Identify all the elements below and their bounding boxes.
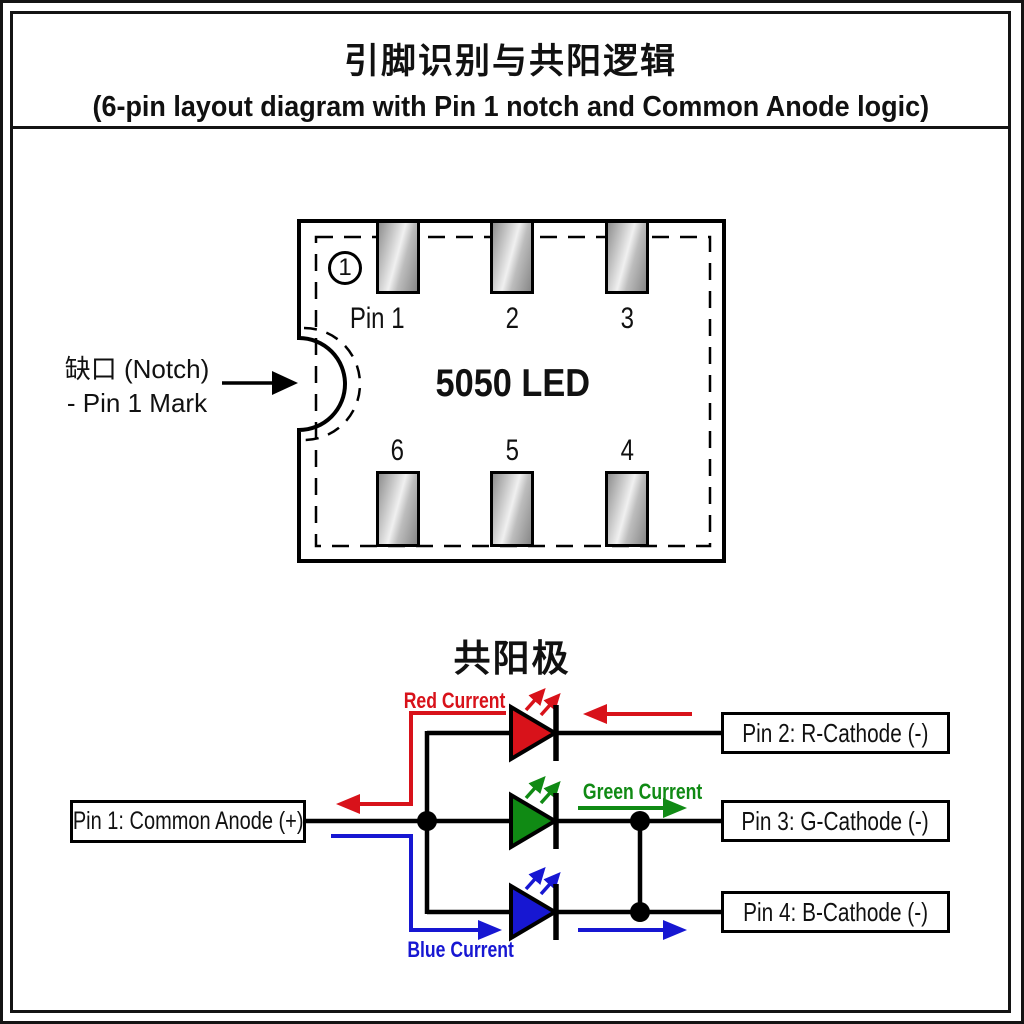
pad-pin4: [605, 471, 649, 547]
green-led-symbol: [509, 776, 561, 851]
chip-name: 5050 LED: [435, 362, 591, 405]
b-cathode-box: Pin 4: B-Cathode (-): [721, 891, 950, 933]
notch-arrow: [222, 371, 298, 395]
title-block: 引脚识别与共阳逻辑 (6-pin layout diagram with Pin…: [13, 14, 1008, 129]
pad-pin5: [490, 471, 534, 547]
pad-pin6: [376, 471, 420, 547]
pin-label-3: 3: [620, 302, 634, 335]
page-title-en: (6-pin layout diagram with Pin 1 notch a…: [92, 91, 929, 123]
pin-label-1: Pin 1: [349, 302, 405, 335]
notch-dashed-arc: [303, 326, 362, 442]
junction-dots: [417, 811, 650, 922]
pin-label-4: 4: [620, 434, 634, 467]
pad-pin2: [490, 220, 534, 294]
pad-pin3: [605, 220, 649, 294]
red-current-label: Red Current: [403, 688, 506, 713]
pin1-circle-indicator: 1: [328, 251, 362, 285]
g-cathode-box: Pin 3: G-Cathode (-): [721, 800, 950, 842]
blue-current-path: [331, 834, 502, 940]
r-cathode-box: Pin 2: R-Cathode (-): [721, 712, 950, 754]
notch-annotation: 缺口 (Notch) - Pin 1 Mark: [42, 352, 232, 420]
red-led-symbol: [509, 688, 561, 763]
notch-annotation-line1: 缺口 (Notch): [64, 354, 210, 384]
page-title-zh: 引脚识别与共阳逻辑: [343, 42, 677, 81]
inner-border: [10, 11, 1011, 1013]
common-anode-box: Pin 1: Common Anode (+): [70, 800, 306, 843]
pin-label-5: 5: [505, 434, 519, 467]
blue-current-label: Blue Current: [407, 937, 514, 962]
green-current-label: Green Current: [582, 779, 703, 804]
pin-label-2: 2: [505, 302, 519, 335]
circuit-section-title: 共阳极: [453, 638, 571, 679]
pad-pin1: [376, 220, 420, 294]
red-current-path: [336, 711, 506, 814]
blue-led-symbol: [509, 867, 561, 942]
notch-annotation-line2: - Pin 1 Mark: [66, 388, 208, 418]
pin-label-6: 6: [390, 434, 404, 467]
